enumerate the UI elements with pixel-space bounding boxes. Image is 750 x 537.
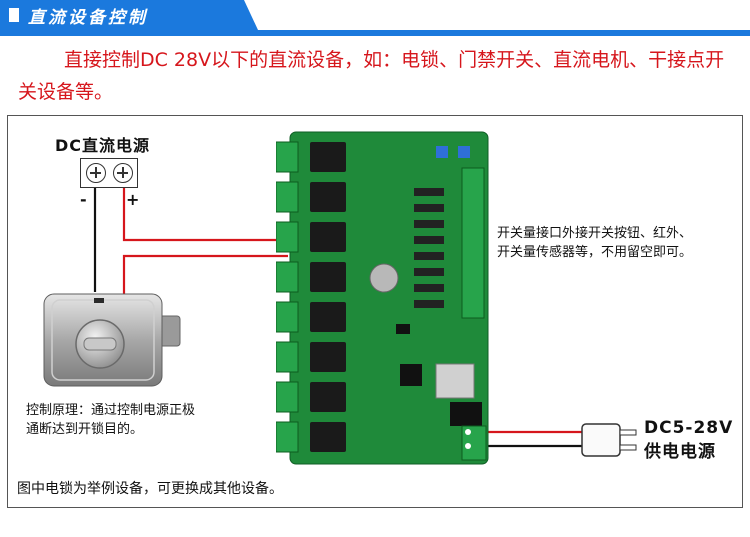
section-title: 直流设备控制 [28, 8, 148, 28]
electric-lock-icon [43, 293, 181, 387]
screw-plus-icon [113, 163, 133, 183]
control-principle-note: 控制原理：通过控制电源正极 通断达到开锁目的。 [26, 401, 195, 439]
screw-minus-icon [86, 163, 106, 183]
header-banner: 直流设备控制 [0, 0, 750, 38]
switch-input-note: 开关量接口外接开关按钮、红外、 开关量传感器等，不用留空即可。 [497, 224, 692, 262]
switch-input-note-line2: 开关量传感器等，不用留空即可。 [497, 245, 693, 260]
screw-terminal-icon [80, 158, 138, 188]
dc-supply-label: DC直流电源 [55, 136, 151, 155]
switch-input-note-line1: 开关量接口外接开关按钮、红外、 [497, 226, 693, 241]
positive-wire-lock [122, 254, 288, 298]
terminal-minus-label: - [80, 190, 87, 209]
relay-board-icon [276, 131, 489, 465]
power-supply-label: DC5-28V 供电电源 [644, 416, 733, 464]
power-supply-voltage: DC5-28V [644, 418, 734, 438]
power-supply-name: 供电电源 [644, 442, 716, 462]
terminal-plus-label: + [126, 190, 140, 209]
header-underline [0, 30, 750, 36]
power-plug-icon [581, 423, 637, 457]
header-marker-icon [9, 8, 19, 22]
header-bar-slant [230, 0, 258, 30]
footer-note: 图中电锁为举例设备，可更换成其他设备。 [17, 481, 283, 497]
positive-wire-supply [122, 188, 288, 242]
description-text: 直接控制DC 28V以下的直流设备，如：电锁、门禁开关、直流电机、干接点开关设备… [18, 49, 725, 103]
diagram-frame [7, 115, 743, 508]
control-principle-line1: 控制原理：通过控制电源正极 [26, 403, 196, 418]
header-title-bar [0, 0, 240, 30]
control-principle-line2: 通断达到开锁目的。 [26, 422, 144, 437]
